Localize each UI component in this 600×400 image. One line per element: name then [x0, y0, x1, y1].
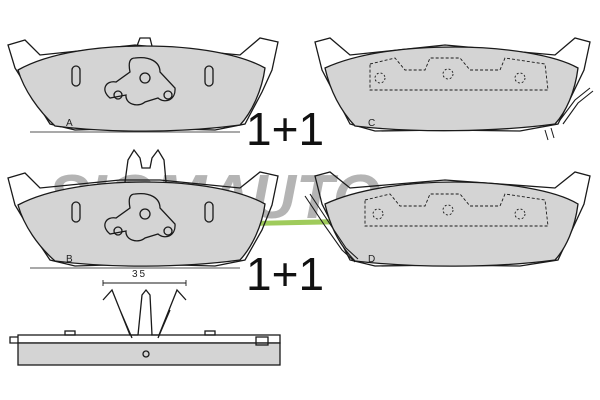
pad-d-drawing: D: [304, 171, 591, 267]
pad-b-label: B: [66, 254, 73, 265]
pad-b-friction-block: [17, 181, 266, 267]
pad-c-label: C: [368, 118, 375, 129]
pad-a-tab: [136, 37, 153, 47]
set-quantity-bottom: 1+1: [246, 248, 324, 300]
pad-d-dashed-outline: [364, 193, 549, 227]
pad-c-drawing: C: [314, 37, 594, 141]
pad-b-spring-clip: [124, 148, 167, 183]
pad-b-backing-plate: [7, 171, 279, 267]
dimension-value: 35: [132, 269, 147, 280]
pad-d-label: D: [368, 254, 375, 265]
pad-a-star-marking: [104, 56, 176, 106]
pad-c-wear-sensor-wire: [559, 87, 594, 125]
pad-a-label: A: [66, 118, 73, 129]
pad-c-dashed-outline: [369, 57, 549, 91]
pad-a-friction-block: [17, 45, 266, 132]
set-quantity-top: 1+1: [246, 103, 324, 155]
pad-d-wear-sensor-wire: [304, 193, 359, 263]
side-view-backing-plate: [17, 334, 281, 344]
pad-b-drawing: B: [7, 148, 279, 269]
pad-a-drawing: A: [7, 37, 279, 133]
pad-d-friction-block: [324, 181, 579, 267]
side-view-spring-clip: [102, 288, 187, 339]
side-view-rivet: [142, 350, 150, 358]
dimension-annotation: 35: [102, 269, 187, 286]
pad-side-view: [9, 288, 281, 366]
pad-b-star-marking: [104, 192, 176, 242]
pad-c-friction-block: [324, 46, 579, 132]
